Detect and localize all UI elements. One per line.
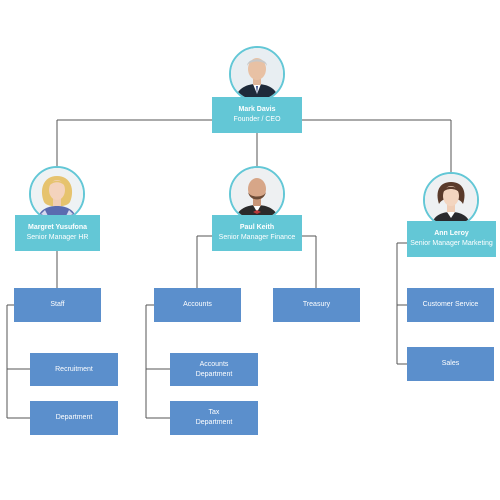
avatar-mark-davis — [229, 46, 285, 102]
unit-recruitment: Recruitment — [30, 353, 118, 386]
finance-manager-title: Senior Manager Finance — [218, 234, 296, 241]
marketing-manager-title: Senior Manager Marketing — [410, 240, 493, 247]
hr-manager-title: Senior Manager HR — [26, 234, 89, 241]
unit-accounts-department: Accounts Department — [170, 353, 258, 386]
avatar-ann-leroy — [423, 172, 479, 228]
finance-manager-name: Paul Keith — [239, 224, 275, 231]
unit-department: Department — [30, 401, 118, 435]
ceo-name: Mark Davis — [238, 106, 276, 113]
unit-staff: Staff — [14, 288, 101, 322]
unit-sales: Sales — [407, 347, 494, 381]
finance-manager-title-box: Paul Keith Senior Manager Finance — [212, 215, 302, 251]
hr-manager-title-box: Margret Yusufona Senior Manager HR — [15, 215, 100, 251]
ceo-title-box: Mark Davis Founder / CEO — [212, 97, 302, 133]
unit-tax-department: Tax Department — [170, 401, 258, 435]
unit-customer-service: Customer Service — [407, 288, 494, 322]
avatar-paul-keith — [229, 166, 285, 222]
marketing-manager-title-box: Ann Leroy Senior Manager Marketing — [407, 221, 496, 257]
unit-accounts: Accounts — [154, 288, 241, 322]
ceo-title: Founder / CEO — [233, 116, 281, 123]
unit-treasury: Treasury — [273, 288, 360, 322]
avatar-margret-yusufona — [29, 166, 85, 222]
hr-manager-name: Margret Yusufona — [28, 224, 87, 231]
marketing-manager-name: Ann Leroy — [434, 230, 469, 237]
